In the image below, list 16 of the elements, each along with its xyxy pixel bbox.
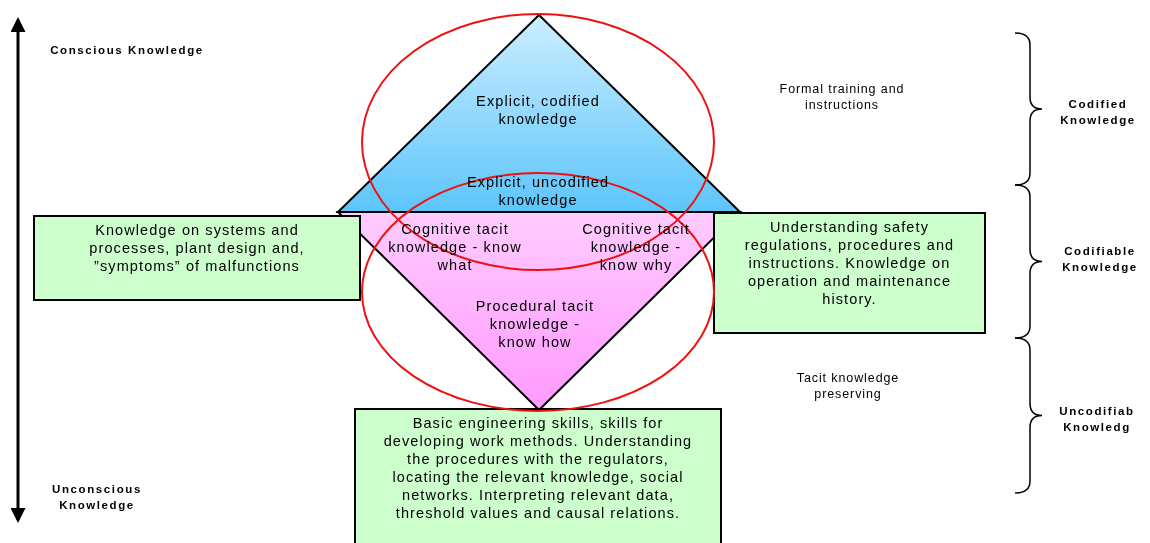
node-text: Procedural tacit knowledge - know how <box>474 297 596 351</box>
side-label: Codified Knowledge <box>1059 97 1137 128</box>
annotation-text: Formal training and instructions <box>778 81 906 113</box>
text-box <box>713 212 986 334</box>
text-box <box>33 215 361 301</box>
text-box <box>354 408 722 543</box>
box-text: Understanding safety regulations, procedures and instructions. Knowledge on operation and maintenance history. <box>743 218 956 308</box>
side-label: Unconscious Knowledge <box>51 482 143 513</box>
node-text: Explicit, codified knowledge <box>475 92 601 128</box>
node-text: Explicit, uncodified knowledge <box>465 173 611 209</box>
side-label: Uncodifiab Knowledg <box>1058 404 1136 435</box>
box-text: Knowledge on systems and processes, plant design and, ”symptoms” of malfunctions <box>88 221 306 275</box>
side-label: Conscious Knowledge <box>50 43 204 58</box>
box-text: Basic engineering skills, skills for developing work methods. Understanding the procedures with the regulators, locating the relevant knowledge, social networks. Interpreting relevant data, threshold values and causal relations. <box>382 414 694 522</box>
side-label: Tacit knowledge preserving <box>795 370 901 402</box>
side-label: Codifiable Knowledge <box>1061 244 1139 275</box>
